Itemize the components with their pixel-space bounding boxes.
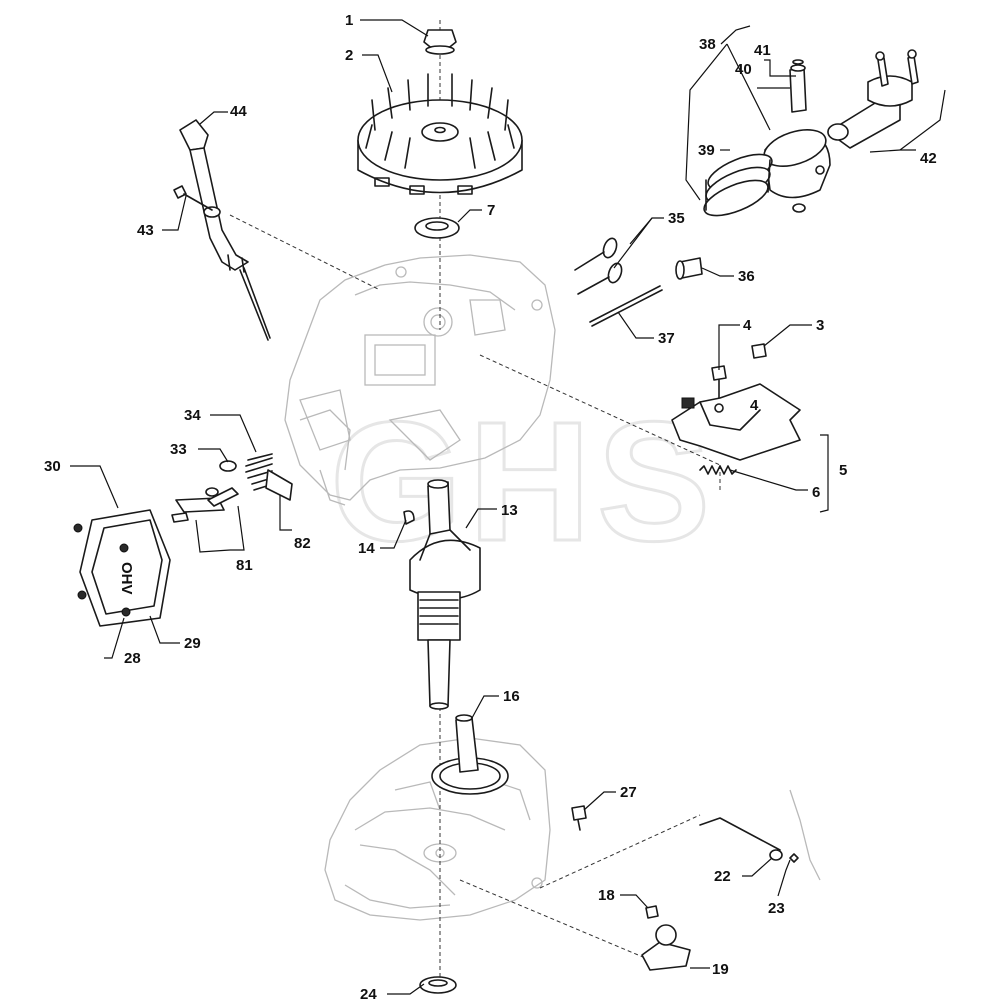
callout-22: 22 <box>714 868 731 885</box>
callout-36: 36 <box>738 268 755 285</box>
callout-23: 23 <box>768 900 785 917</box>
callout-24: 24 <box>360 986 377 1000</box>
valve-cover: OHV <box>73 509 171 627</box>
flywheel <box>357 73 523 195</box>
svg-text:4: 4 <box>750 397 759 414</box>
callout-29: 29 <box>184 635 201 652</box>
sump-bolt <box>571 805 587 831</box>
dipstick <box>179 119 271 341</box>
callout-labels: 1 2 3 4 5 6 7 13 14 16 18 19 22 23 24 27… <box>44 12 937 1000</box>
rocker-parts <box>171 460 239 523</box>
callout-3: 3 <box>816 317 824 334</box>
valves <box>574 237 623 295</box>
callout-39: 39 <box>698 142 715 159</box>
callout-38: 38 <box>699 36 716 53</box>
callout-6: 6 <box>812 484 820 501</box>
callout-14: 14 <box>358 540 375 557</box>
push-rod <box>589 285 663 327</box>
leader-lines <box>70 19 946 995</box>
woodruff-key <box>403 510 415 525</box>
callout-16: 16 <box>503 688 520 705</box>
dipstick-bolt <box>173 185 213 211</box>
callout-82: 82 <box>294 535 311 552</box>
connecting-rod <box>827 49 919 149</box>
callout-30: 30 <box>44 458 61 475</box>
callout-40: 40 <box>735 61 752 78</box>
flange-nut <box>423 29 457 55</box>
callout-13: 13 <box>501 502 518 519</box>
crankcase-sump <box>324 737 551 921</box>
governor-shaft <box>699 789 821 881</box>
seal-ring <box>414 217 460 239</box>
callout-1: 1 <box>345 12 353 29</box>
callout-35: 35 <box>668 210 685 227</box>
callout-43: 43 <box>137 222 154 239</box>
crankcase-upper <box>284 254 556 506</box>
cover-marking: OHV <box>118 562 135 595</box>
governor-screws <box>711 343 767 401</box>
callout-34: 34 <box>184 407 201 424</box>
bracket <box>641 905 691 971</box>
callout-44: 44 <box>230 103 247 120</box>
callout-5: 5 <box>839 462 847 479</box>
camshaft <box>431 714 509 795</box>
tappet <box>675 257 703 280</box>
callout-18: 18 <box>598 887 615 904</box>
piston-assembly <box>763 59 831 213</box>
callout-37: 37 <box>658 330 675 347</box>
callout-41: 41 <box>754 42 771 59</box>
callout-2: 2 <box>345 47 353 64</box>
callout-81: 81 <box>236 557 253 574</box>
callout-42: 42 <box>920 150 937 167</box>
callout-33: 33 <box>170 441 187 458</box>
valve-spring <box>245 453 293 501</box>
callout-27: 27 <box>620 784 637 801</box>
watermark: GHS <box>330 387 716 577</box>
callout-4: 4 <box>743 317 752 334</box>
callout-7: 7 <box>487 202 495 219</box>
crankshaft <box>409 479 481 710</box>
callout-28: 28 <box>124 650 141 667</box>
governor-plate: 4 <box>671 383 801 461</box>
lower-seal <box>419 976 457 994</box>
piston-rings <box>703 153 773 217</box>
callout-19: 19 <box>712 961 729 978</box>
